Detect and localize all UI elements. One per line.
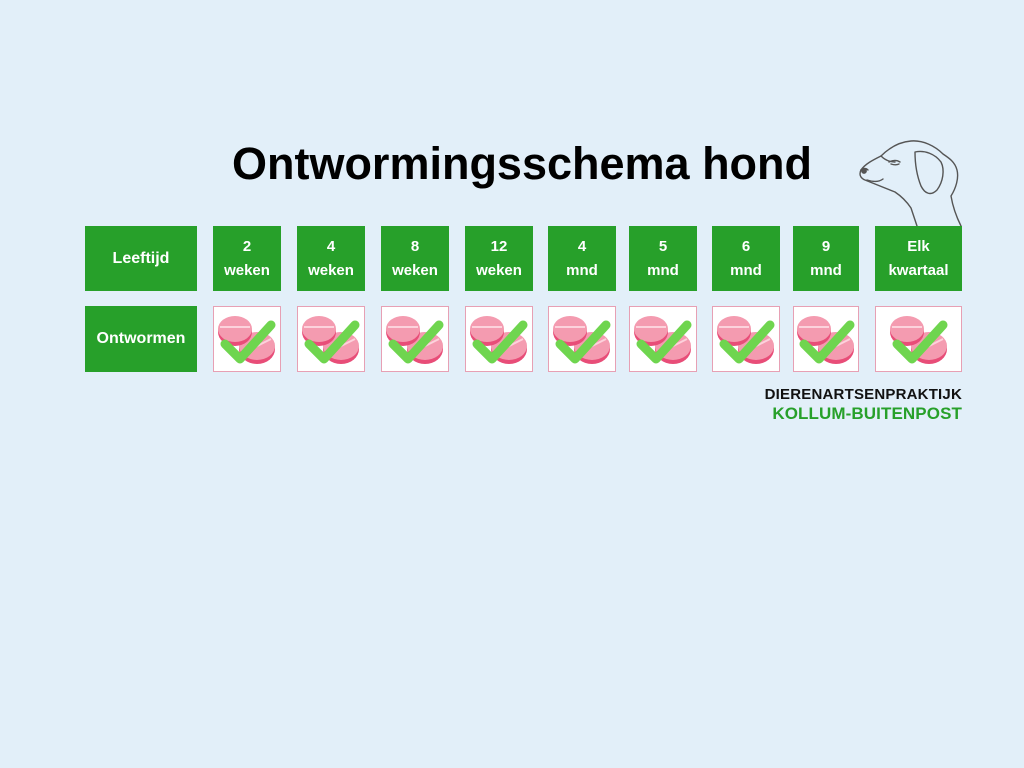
age-unit: weken [224,261,270,279]
age-value: 4 [326,237,336,255]
age-unit: weken [392,261,438,279]
age-value: 9 [821,237,831,255]
pill-check-icon [793,306,859,372]
age-column-header: 8 weken [381,226,449,291]
age-value: 6 [741,237,751,255]
age-column-header: Elk kwartaal [875,226,962,291]
age-column-header: 2 weken [213,226,281,291]
age-unit: mnd [566,261,598,279]
age-unit: weken [476,261,522,279]
age-column-header: 9 mnd [793,226,859,291]
age-value: 8 [410,237,420,255]
age-column-header: 4 weken [297,226,365,291]
page-title: Ontwormingsschema hond [231,138,813,189]
pill-check-icon [297,306,365,372]
age-value: 12 [490,237,508,255]
age-column-header: 12 weken [465,226,533,291]
age-column-header: 4 mnd [548,226,616,291]
age-column-header: 6 mnd [712,226,780,291]
age-value: Elk [907,237,930,255]
age-unit: mnd [730,261,762,279]
age-column-header: 5 mnd [629,226,697,291]
pill-check-icon [629,306,697,372]
pill-check-icon [548,306,616,372]
practice-logo: DIERENARTSENPRAKTIJK KOLLUM-BUITENPOST [765,385,962,423]
age-unit: kwartaal [888,261,949,279]
age-value: 5 [658,237,668,255]
practice-name: DIERENARTSENPRAKTIJK [764,386,962,403]
pill-check-icon [213,306,281,372]
age-value: 4 [577,237,587,255]
age-unit: mnd [647,261,679,279]
practice-location: KOLLUM-BUITENPOST [772,404,962,423]
age-unit: mnd [810,261,842,279]
row-label-deworm: Ontwormen [85,306,197,372]
dog-head-icon [859,140,962,227]
pill-check-icon [875,306,962,372]
row-label-age: Leeftijd [85,226,197,291]
pill-check-icon [465,306,533,372]
age-value: 2 [242,237,252,255]
pill-check-icon [712,306,780,372]
pill-check-icon [381,306,449,372]
age-unit: weken [308,261,354,279]
